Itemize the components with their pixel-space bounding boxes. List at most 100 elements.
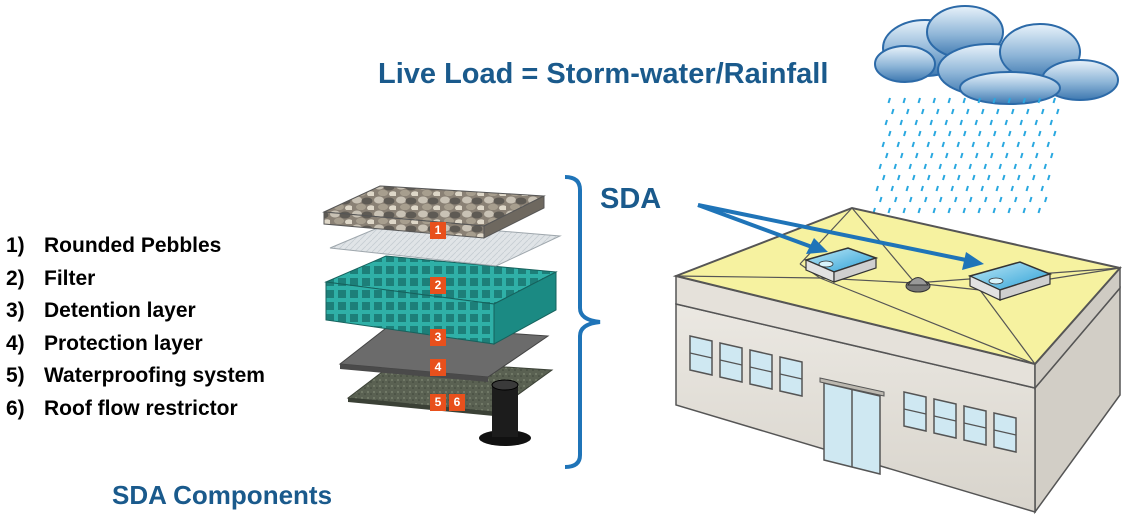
rain-drop (908, 163, 912, 170)
rain-drop (926, 141, 930, 148)
rain-drop (923, 163, 927, 170)
rain-drop (1013, 163, 1017, 170)
rain-drop (930, 152, 934, 159)
rain-drop (875, 185, 879, 192)
rain-drop (977, 97, 981, 104)
rain-drop (909, 196, 913, 203)
bracket (564, 175, 601, 469)
door-icon (819, 377, 885, 475)
rain-drop (932, 207, 936, 214)
layer-badge-2: 2 (430, 277, 446, 294)
rain-drop (1053, 130, 1057, 137)
rain-drop (921, 108, 925, 115)
building-illustration (672, 206, 1122, 515)
rain-drop (891, 108, 895, 115)
rain-drop (938, 163, 942, 170)
window-divider (779, 373, 803, 380)
rain-drop (915, 152, 919, 159)
rain-drop (1002, 174, 1006, 181)
components-title: SDA Components (112, 480, 333, 510)
rain-drop (992, 97, 996, 104)
rain-drop (984, 196, 988, 203)
rain-drop (983, 163, 987, 170)
legend-item: 2)Filter (6, 266, 96, 290)
rain-drop (933, 130, 937, 137)
rain-drop (900, 152, 904, 159)
rain-drop (978, 130, 982, 137)
layer-legend: 1)Rounded Pebbles 2)Filter 3)Detention l… (6, 230, 265, 425)
rain-drop (963, 130, 967, 137)
rain-drop (1028, 163, 1032, 170)
roof-drain-icon (905, 277, 931, 293)
rain-drop (1010, 185, 1014, 192)
filter-layer (329, 221, 562, 267)
rain-drop (932, 97, 936, 104)
rain-drop (918, 130, 922, 137)
rain-drop (1026, 108, 1030, 115)
rain-drop (947, 97, 951, 104)
rain-drop (965, 185, 969, 192)
rain-drop (957, 174, 961, 181)
rain-drop (1040, 185, 1044, 192)
rain-drop (977, 207, 981, 214)
rain-drop (884, 119, 888, 126)
rain-drop (890, 185, 894, 192)
rain-drop (1056, 108, 1060, 115)
rain-drop (905, 185, 909, 192)
rain-drop (962, 97, 966, 104)
rain-drop (962, 207, 966, 214)
rain-drop (935, 185, 939, 192)
rain-drop (999, 196, 1003, 203)
rain-drop (1011, 108, 1015, 115)
rain-drop (989, 119, 993, 126)
sda-unit-icon (803, 247, 879, 283)
rain-drop (1037, 207, 1041, 214)
rain-drop (1017, 174, 1021, 181)
rain-drop (1005, 152, 1009, 159)
rain-drop (975, 152, 979, 159)
rain-drop (1004, 119, 1008, 126)
rain-drop (1052, 97, 1056, 104)
rain-drop (986, 141, 990, 148)
legend-item: 5)Waterproofing system (6, 364, 265, 388)
legend-item: 3)Detention layer (6, 299, 196, 323)
rain-drop (966, 108, 970, 115)
rain-drop (894, 196, 898, 203)
rain-drop (1044, 196, 1048, 203)
rain-drop (1034, 119, 1038, 126)
rain-drop (1014, 196, 1018, 203)
windows (689, 335, 1017, 453)
layer-badge-5: 5 (430, 394, 446, 411)
rain-drop (1022, 207, 1026, 214)
rain-drop (1049, 119, 1053, 126)
rain-drop (920, 185, 924, 192)
rain-drop (903, 130, 907, 137)
rain-drop (1035, 152, 1039, 159)
rain-drop (917, 97, 921, 104)
rain-drop (897, 174, 901, 181)
sda-arrows (697, 203, 984, 270)
window-divider (689, 352, 713, 359)
rain-drop (936, 108, 940, 115)
pebble-layer (322, 185, 546, 239)
rain-drop (959, 119, 963, 126)
rain-drop (878, 163, 882, 170)
legend-item: 1)Rounded Pebbles (6, 234, 222, 258)
window-divider (749, 366, 773, 373)
rain-drop (888, 130, 892, 137)
rain-drop (969, 196, 973, 203)
rain-drop (950, 185, 954, 192)
window-divider (993, 429, 1017, 436)
rain-drop (1031, 141, 1035, 148)
layer-badge-6: 6 (449, 394, 465, 411)
rain-drop (1043, 163, 1047, 170)
rain-drop (942, 174, 946, 181)
rain-drop (987, 174, 991, 181)
rain-drop (1046, 141, 1050, 148)
sda-unit-icon (967, 261, 1053, 301)
rain-drop (974, 119, 978, 126)
rain-drop (879, 196, 883, 203)
rain-drop (896, 141, 900, 148)
rain-drop (1001, 141, 1005, 148)
